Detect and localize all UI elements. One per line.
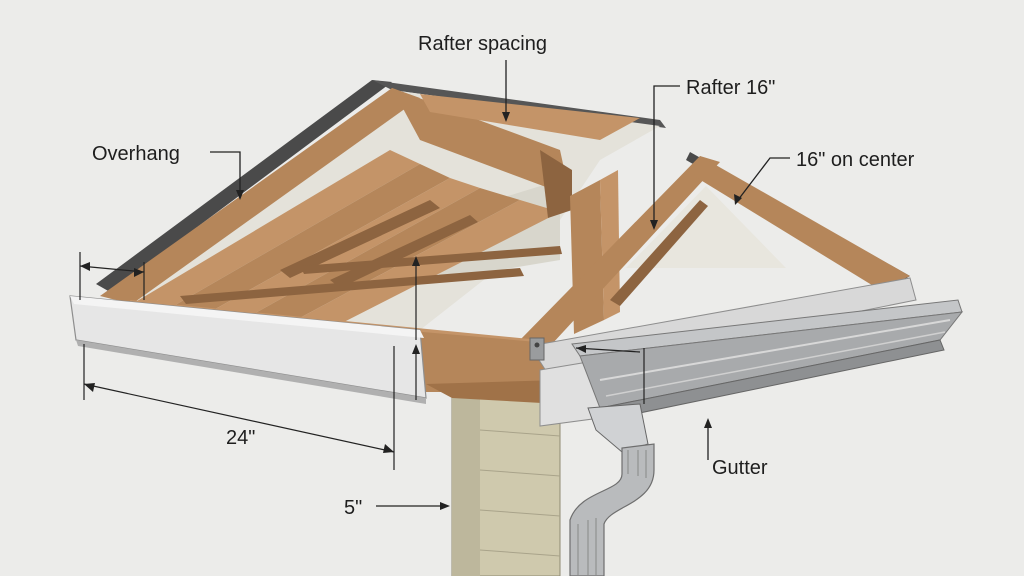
label-overhang: Overhang [92,143,180,165]
gutter [571,299,964,453]
leader-lines [210,60,790,510]
label-rafter-spacing: Rafter spacing [418,33,547,55]
wall [426,380,561,576]
label-5: 5" [344,497,362,519]
downspout [569,443,655,576]
dimension-lines [79,252,645,470]
label-gutter: Gutter [712,457,768,479]
fascia-board [69,295,427,404]
label-16-on-center: 16" on center [796,149,915,171]
labels: Rafter spacing Rafter 16" Overhang 16" o… [92,33,915,519]
label-24: 24" [226,427,255,449]
label-rafter-16: Rafter 16" [686,77,775,99]
